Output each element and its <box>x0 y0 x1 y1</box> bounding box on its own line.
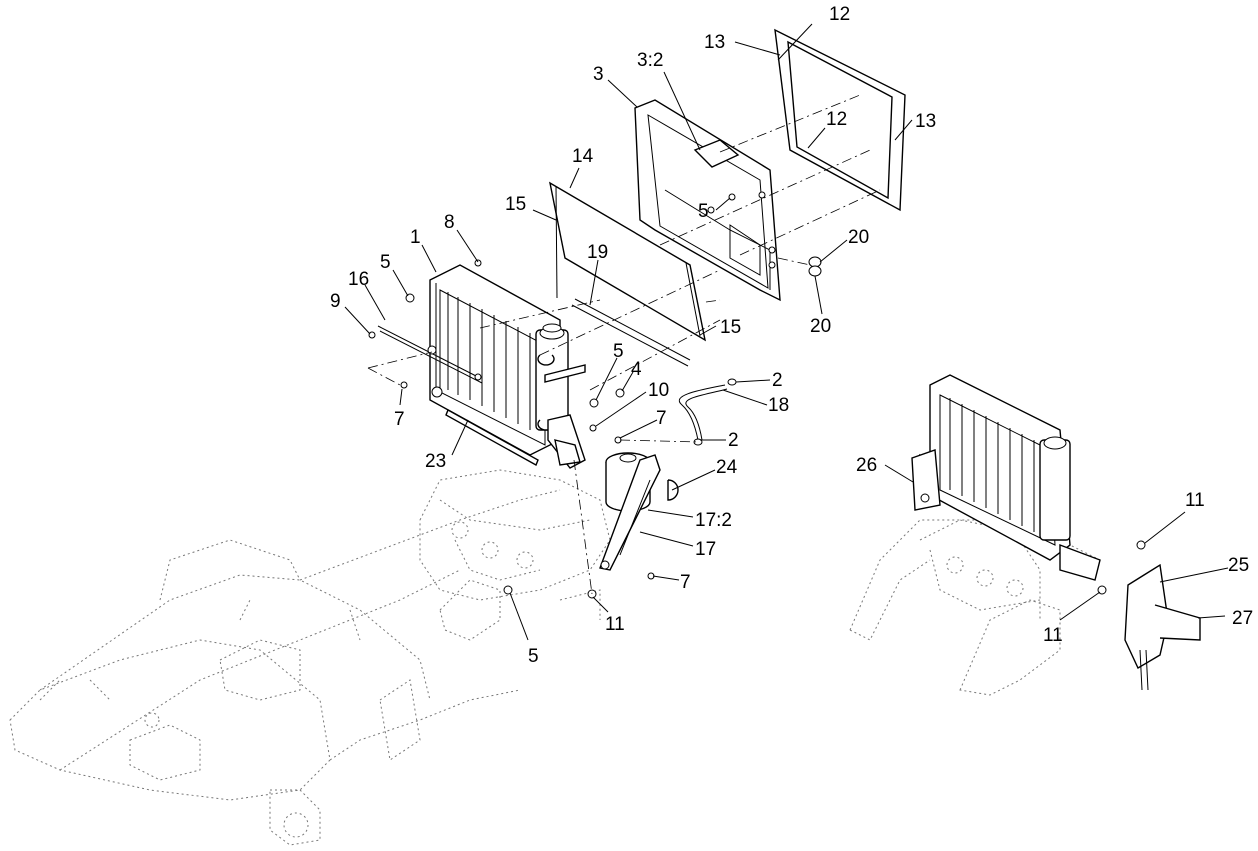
callout-2-bottom: 2 <box>728 430 739 451</box>
callout-27: 27 <box>1232 608 1253 629</box>
foam-screen <box>549 181 706 367</box>
callout-25: 25 <box>1228 555 1249 576</box>
callout-2-top: 2 <box>772 370 783 391</box>
tank-bracket <box>599 454 661 571</box>
callout-17: 17 <box>695 539 716 560</box>
callout-7-left: 7 <box>394 409 405 430</box>
leader-lines <box>344 23 1229 641</box>
callout-20-top: 20 <box>848 227 869 248</box>
callout-24: 24 <box>716 457 738 478</box>
callout-16: 16 <box>348 269 369 290</box>
callout-11-right-bottom: 11 <box>1043 625 1063 646</box>
callout-5-rad: 5 <box>380 252 391 273</box>
callout-17-2: 17:2 <box>695 510 732 531</box>
callout-15-top: 15 <box>505 194 526 215</box>
gasket-frame <box>774 28 906 212</box>
callout-18: 18 <box>768 395 789 416</box>
hose-clamps <box>808 256 822 277</box>
callout-9: 9 <box>330 291 341 312</box>
hardware <box>368 206 715 599</box>
callout-19: 19 <box>587 242 608 263</box>
callout-4: 4 <box>631 359 642 380</box>
right-radiator-assembly <box>919 374 1101 581</box>
callout-8: 8 <box>444 212 455 233</box>
support-rod <box>377 325 483 384</box>
overflow-hose <box>678 378 737 446</box>
seal-strip <box>445 409 539 466</box>
callout-3: 3 <box>593 64 604 85</box>
callout-12-top: 12 <box>829 4 850 25</box>
callout-5-frame: 5 <box>528 646 539 667</box>
callout-5-shroud: 5 <box>698 201 709 222</box>
side-bracket-left <box>911 449 941 511</box>
callouts: 12 13 3:2 3 12 13 14 15 5 8 1 20 19 5 16… <box>330 4 1253 667</box>
callout-23: 23 <box>425 451 446 472</box>
callout-13-left: 13 <box>704 32 725 53</box>
shroud <box>634 99 781 302</box>
callout-15-bottom: 15 <box>720 317 741 338</box>
callout-7-mid: 7 <box>656 408 667 429</box>
alignment-lines <box>367 94 881 595</box>
callout-5-mid: 5 <box>613 341 624 362</box>
callout-10: 10 <box>648 380 669 401</box>
callout-14: 14 <box>572 146 594 167</box>
callout-3-2: 3:2 <box>637 50 663 71</box>
callout-11-right-top: 11 <box>1185 490 1205 511</box>
callout-26: 26 <box>856 455 877 476</box>
callout-12-mid: 12 <box>826 109 847 130</box>
radiator <box>429 264 586 469</box>
callout-20-bottom: 20 <box>810 316 831 337</box>
callout-1: 1 <box>410 227 421 248</box>
callout-7-bottom: 7 <box>680 572 691 593</box>
callout-13-right: 13 <box>915 111 936 132</box>
side-bracket-right <box>1097 540 1201 691</box>
callout-11-mid: 11 <box>605 614 625 635</box>
tractor-frame <box>9 469 611 846</box>
